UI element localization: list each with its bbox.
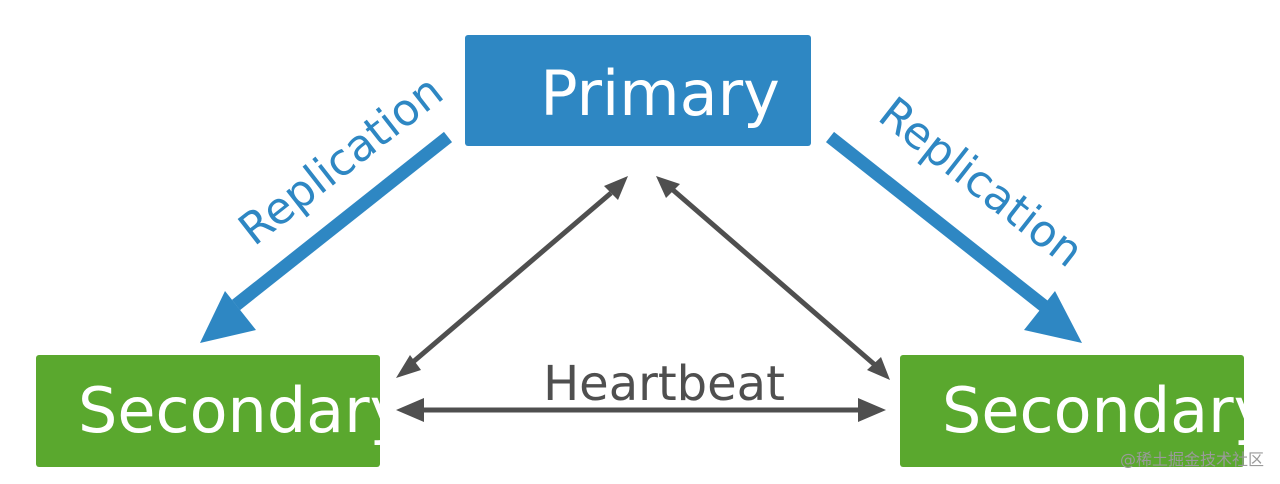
secondary-node-left: Secondary [36, 355, 406, 467]
watermark-text: @稀土掘金技术社区 [1119, 450, 1264, 469]
primary-node: Primary [465, 35, 811, 146]
primary-label: Primary [540, 57, 780, 130]
secondary-left-box [36, 355, 380, 467]
secondary-left-label: Secondary [78, 374, 406, 447]
heartbeat-arrow-left-primary [396, 176, 628, 378]
replication-arrow-right [825, 131, 1082, 343]
secondary-node-right: Secondary [900, 355, 1270, 467]
primary-box [465, 35, 811, 146]
secondary-right-box [900, 355, 1244, 467]
secondary-right-label: Secondary [942, 374, 1270, 447]
heartbeat-arrow-bottom [396, 398, 886, 422]
heartbeat-label: Heartbeat [543, 356, 785, 412]
heartbeat-arrow-right-primary [656, 176, 890, 380]
replication-arrow-left [200, 131, 453, 343]
